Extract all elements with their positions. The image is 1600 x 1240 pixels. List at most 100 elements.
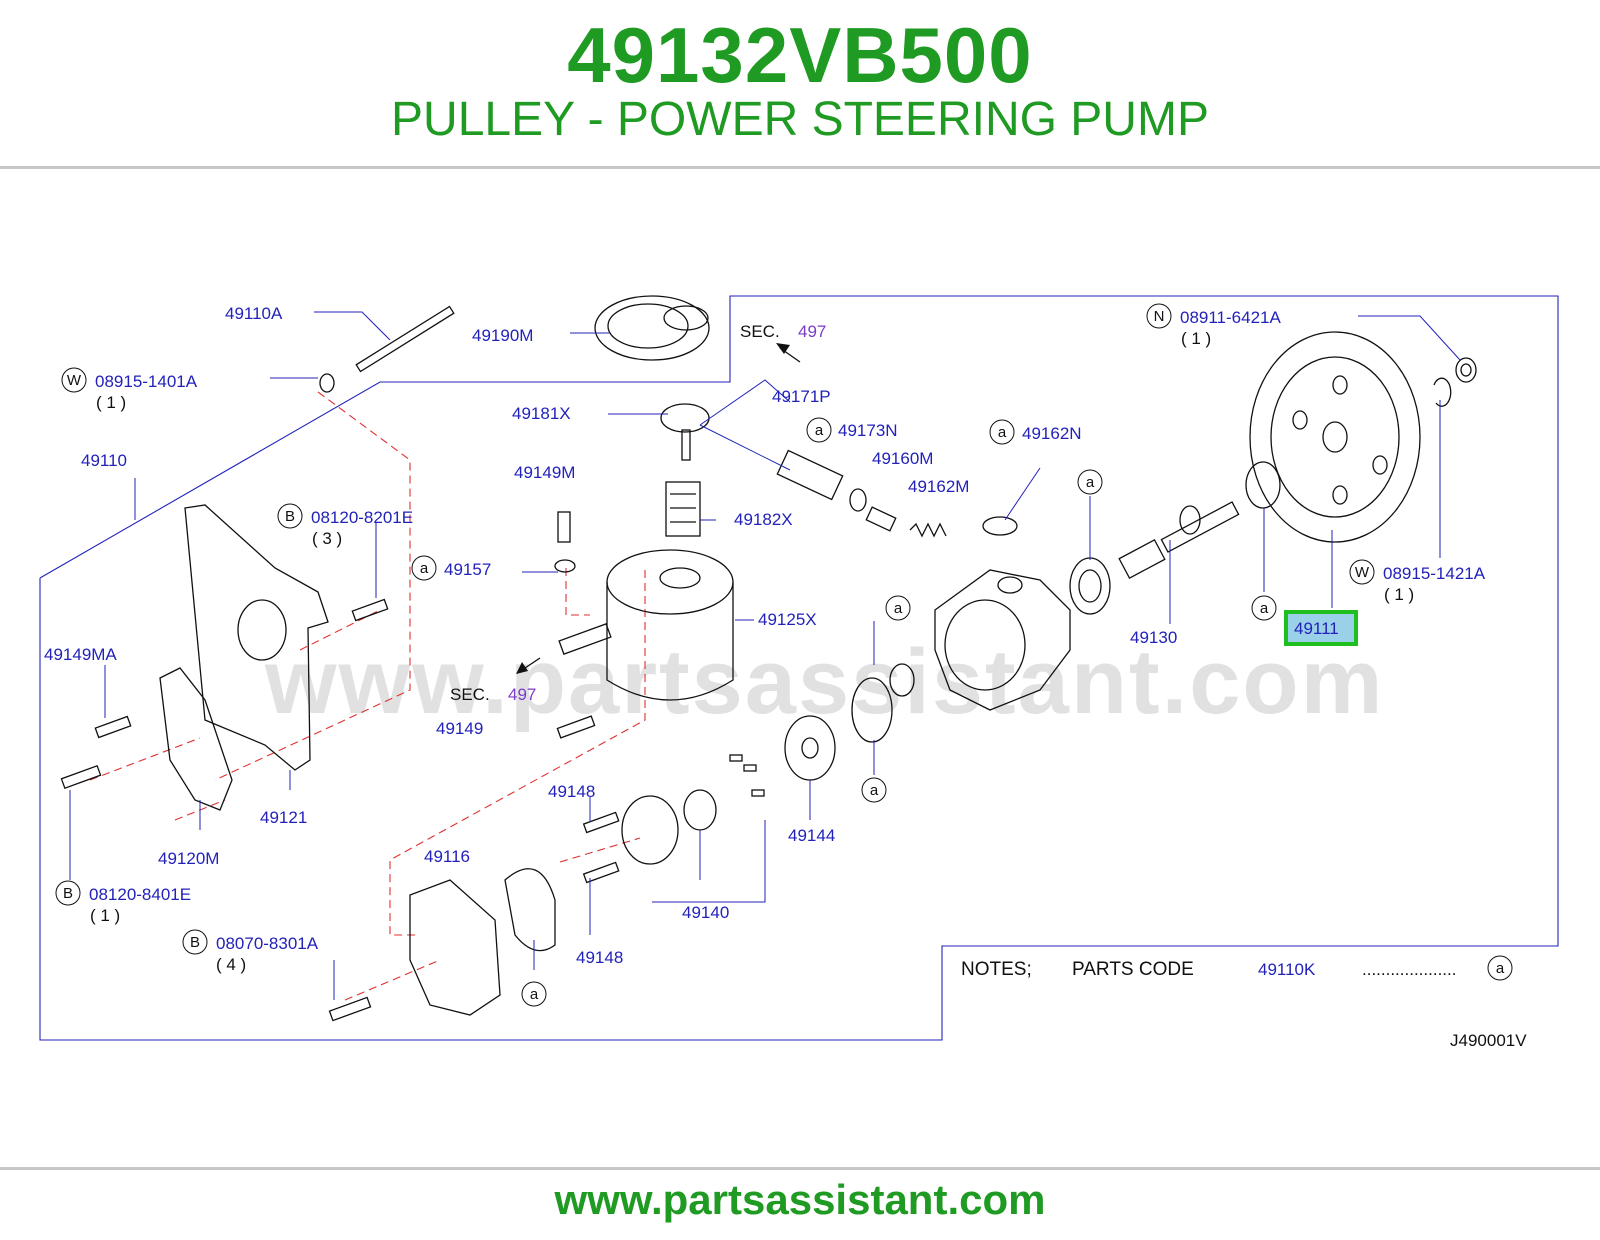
part-label: 49110 bbox=[81, 451, 127, 470]
part-label: 49162M bbox=[908, 477, 969, 496]
part-label: 49162N bbox=[1022, 424, 1082, 443]
dashed-guides bbox=[89, 391, 646, 1001]
part-label: 49116 bbox=[424, 847, 470, 866]
part-label: 49160M bbox=[872, 449, 933, 468]
fastener-code: 08911-6421A bbox=[1180, 308, 1281, 327]
part-label: 49125X bbox=[758, 610, 817, 629]
part-label: 49190M bbox=[472, 326, 533, 345]
page-header: 49132VB500 PULLEY - POWER STEERING PUMP bbox=[0, 0, 1600, 168]
fastener-qty: ( 3 ) bbox=[312, 529, 342, 548]
pump-body bbox=[934, 569, 1071, 711]
ref-marker-a: a bbox=[989, 419, 1015, 445]
part-label: 49140 bbox=[682, 903, 729, 922]
reservoir-tank bbox=[558, 549, 734, 701]
ref-marker-a: a bbox=[411, 555, 437, 581]
oil-seal bbox=[1069, 557, 1111, 615]
part-label: 49148 bbox=[548, 782, 595, 801]
shaft-part bbox=[1118, 501, 1240, 579]
bolts bbox=[60, 305, 596, 1022]
ref-marker-a: a bbox=[885, 595, 911, 621]
svg-text:a: a bbox=[530, 986, 539, 1003]
part-label: 49173N bbox=[838, 421, 898, 440]
parts-code-value: 49110K bbox=[1258, 960, 1316, 979]
fastener-qty: ( 1 ) bbox=[1384, 585, 1414, 604]
part-label: 49149 bbox=[436, 719, 483, 738]
reservoir-cap bbox=[660, 403, 710, 461]
ref-marker-a: a bbox=[806, 417, 832, 443]
fastener-qty: ( 1 ) bbox=[90, 906, 120, 925]
svg-text:497: 497 bbox=[798, 322, 826, 341]
part-label: 49181X bbox=[512, 404, 571, 423]
part-label: 49149M bbox=[514, 463, 575, 482]
fastener-qty: ( 1 ) bbox=[1181, 329, 1211, 348]
pump-internals bbox=[582, 715, 836, 884]
fastener-code: 08915-1401A bbox=[95, 372, 198, 391]
mounting-bracket-49121 bbox=[184, 504, 329, 771]
fastener-callouts: W B B B N W bbox=[55, 303, 1375, 955]
svg-text:W: W bbox=[1355, 564, 1370, 581]
svg-text:a: a bbox=[1496, 960, 1505, 977]
fastener-code: 08120-8201E bbox=[311, 508, 413, 527]
ref-markers: a a a a a a a a a bbox=[411, 417, 1513, 1007]
section-references: SEC. 497 SEC. 497 bbox=[450, 322, 826, 704]
part-label: 49130 bbox=[1130, 628, 1177, 647]
header-divider bbox=[0, 166, 1600, 169]
svg-text:B: B bbox=[63, 885, 73, 902]
svg-text:a: a bbox=[420, 560, 429, 577]
svg-text:N: N bbox=[1154, 308, 1165, 325]
svg-text:W: W bbox=[67, 372, 82, 389]
section-arrows bbox=[516, 343, 801, 674]
svg-text:a: a bbox=[894, 600, 903, 617]
part-labels: 49110A 49190M 49171P 49181X 49173N 49160… bbox=[44, 304, 1358, 967]
gasket-49116-cover bbox=[409, 868, 556, 1016]
part-label: 49171P bbox=[772, 387, 831, 406]
svg-text:B: B bbox=[190, 934, 200, 951]
svg-text:a: a bbox=[1086, 474, 1095, 491]
reservoir-cover bbox=[594, 295, 710, 361]
part-number-title: 49132VB500 bbox=[567, 11, 1033, 99]
footer-divider bbox=[0, 1167, 1600, 1170]
o-rings bbox=[849, 488, 1018, 743]
ref-marker-a: a bbox=[521, 981, 547, 1007]
svg-text:SEC.: SEC. bbox=[450, 685, 490, 704]
diagram-id: J490001V bbox=[1450, 1031, 1527, 1050]
notes-block: NOTES; PARTS CODE 49110K ...............… bbox=[961, 959, 1456, 980]
footer-url[interactable]: www.partsassistant.com bbox=[554, 1176, 1046, 1223]
ref-marker-a: a bbox=[1251, 595, 1277, 621]
part-label: 49120M bbox=[158, 849, 219, 868]
fastener-code: 08120-8401E bbox=[89, 885, 191, 904]
reservoir-filter bbox=[665, 481, 701, 537]
part-label: 49148 bbox=[576, 948, 623, 967]
notes-label: NOTES; bbox=[961, 959, 1032, 980]
watermark: www.partsassistant.com bbox=[265, 631, 1385, 733]
fastener-code: 08915-1421A bbox=[1383, 564, 1486, 583]
part-label: 49144 bbox=[788, 826, 835, 845]
parts-code-label: PARTS CODE bbox=[1072, 959, 1194, 980]
svg-text:B: B bbox=[285, 508, 295, 525]
part-name-subtitle: PULLEY - POWER STEERING PUMP bbox=[391, 93, 1209, 146]
highlighted-part-label: 49111 bbox=[1294, 619, 1339, 638]
assembly-frame bbox=[39, 295, 1559, 1041]
ref-marker-a: a bbox=[1077, 469, 1103, 495]
part-label: 49121 bbox=[260, 808, 307, 827]
fastener-qty: ( 1 ) bbox=[96, 393, 126, 412]
highlight-box-49111 bbox=[1284, 610, 1358, 646]
fastener-qty: ( 4 ) bbox=[216, 955, 246, 974]
ref-marker-a: a bbox=[1487, 955, 1513, 981]
part-label: 49157 bbox=[444, 560, 491, 579]
svg-text:a: a bbox=[998, 424, 1007, 441]
nut-washer-snapring bbox=[1245, 357, 1477, 509]
svg-text:a: a bbox=[870, 782, 879, 799]
part-label: 49110A bbox=[225, 304, 283, 323]
bracket-49120M bbox=[159, 667, 233, 811]
svg-text:497: 497 bbox=[508, 685, 536, 704]
ref-marker-a: a bbox=[861, 777, 887, 803]
part-label: 49182X bbox=[734, 510, 793, 529]
fastener-code: 08070-8301A bbox=[216, 934, 319, 953]
pulley-part bbox=[1249, 331, 1421, 543]
notes-dots: .................... bbox=[1362, 960, 1456, 979]
flow-valve bbox=[776, 449, 947, 538]
leader-lines bbox=[69, 311, 1461, 1000]
svg-text:SEC.: SEC. bbox=[740, 322, 780, 341]
